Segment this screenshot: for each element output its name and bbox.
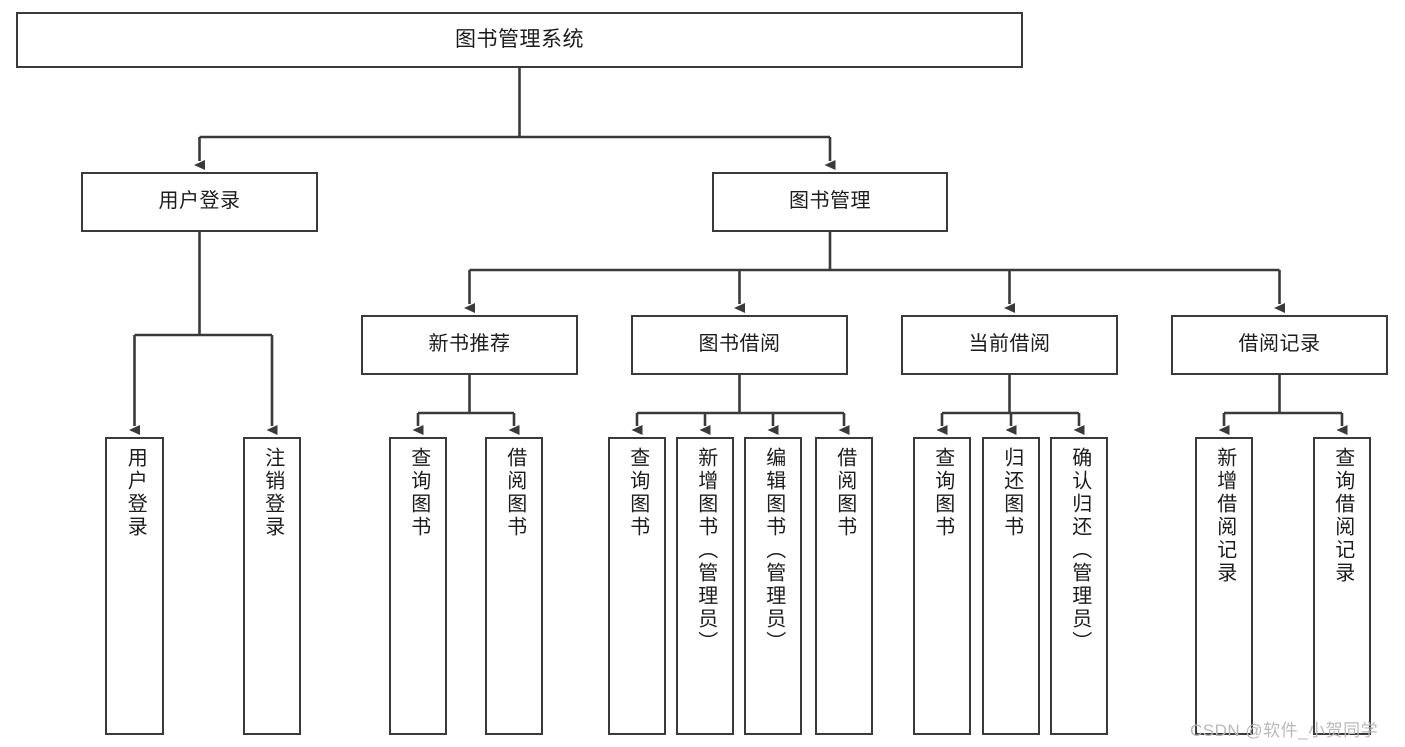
node-leaf-11[interactable]: 新增借阅记录 [1195, 437, 1253, 735]
csdn-watermark: CSDN @软件_小贺同学 [1190, 721, 1379, 740]
node-l2-2[interactable]: 当前借阅 [901, 315, 1118, 375]
node-leaf-6[interactable]: 编辑图书（管理员） [744, 437, 802, 735]
node-l1-1[interactable]: 图书管理 [712, 172, 948, 232]
node-label: 确认归还（管理员） [1068, 447, 1091, 654]
node-leaf-8[interactable]: 查询图书 [913, 437, 971, 735]
node-label: 新书推荐 [428, 333, 511, 356]
node-label: 注销登录 [261, 447, 284, 539]
node-leaf-12[interactable]: 查询借阅记录 [1313, 437, 1371, 735]
node-label: 借阅图书 [833, 447, 856, 539]
node-label: 用户登录 [158, 190, 241, 213]
node-leaf-5[interactable]: 新增图书（管理员） [676, 437, 734, 735]
node-l1-0[interactable]: 用户登录 [81, 172, 318, 232]
node-label: 借阅记录 [1238, 333, 1321, 356]
node-leaf-9[interactable]: 归还图书 [982, 437, 1040, 735]
node-label: 查询图书 [626, 447, 649, 539]
node-label: 新增借阅记录 [1213, 447, 1236, 585]
node-leaf-7[interactable]: 借阅图书 [815, 437, 873, 735]
node-label: 查询借阅记录 [1331, 447, 1354, 585]
node-label: 当前借阅 [968, 333, 1051, 356]
node-label: 借阅图书 [503, 447, 526, 539]
node-label: 查询图书 [407, 447, 430, 539]
node-leaf-10[interactable]: 确认归还（管理员） [1050, 437, 1108, 735]
node-leaf-1[interactable]: 注销登录 [243, 437, 301, 735]
node-l2-3[interactable]: 借阅记录 [1171, 315, 1388, 375]
node-label: 图书管理系统 [455, 27, 584, 51]
node-label: 编辑图书（管理员） [762, 447, 785, 654]
node-label: 用户登录 [124, 447, 147, 539]
node-label: 新增图书（管理员） [694, 447, 717, 654]
node-leaf-0[interactable]: 用户登录 [105, 437, 164, 735]
node-l2-0[interactable]: 新书推荐 [361, 315, 578, 375]
node-root-0[interactable]: 图书管理系统 [16, 12, 1023, 68]
node-label: 归还图书 [1000, 447, 1023, 539]
node-l2-1[interactable]: 图书借阅 [631, 315, 848, 375]
node-label: 图书借阅 [698, 333, 781, 356]
node-label: 图书管理 [789, 190, 871, 213]
node-leaf-2[interactable]: 查询图书 [389, 437, 447, 735]
node-label: 查询图书 [931, 447, 954, 539]
node-leaf-4[interactable]: 查询图书 [608, 437, 666, 735]
node-leaf-3[interactable]: 借阅图书 [485, 437, 543, 735]
